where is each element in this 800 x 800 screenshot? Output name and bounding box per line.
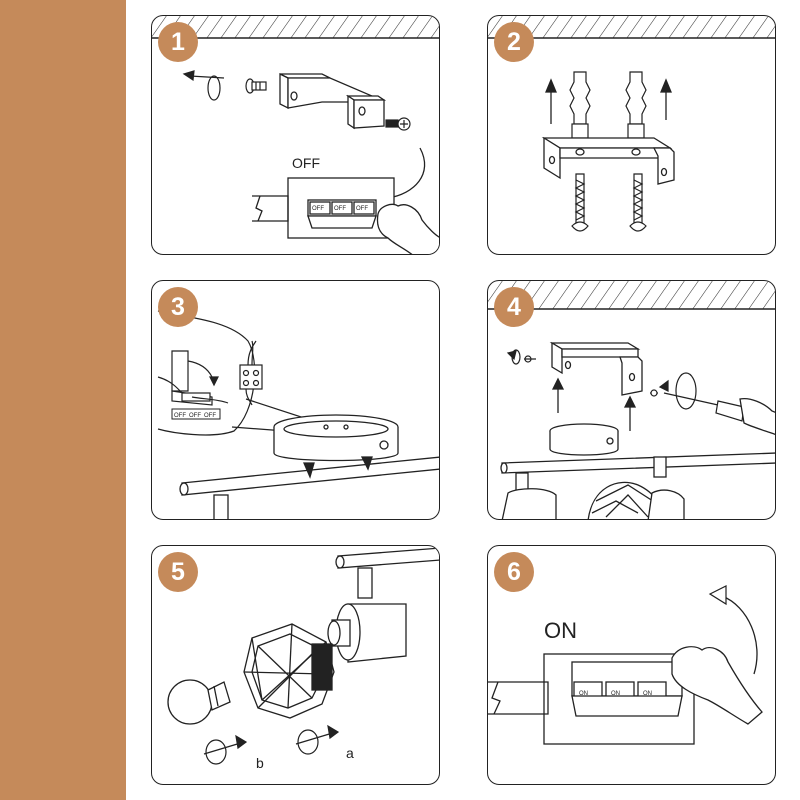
hand-icon <box>739 397 775 435</box>
switch-label-2: OFF <box>189 413 201 419</box>
switch-label-3: OFF <box>356 206 368 212</box>
screwdriver-icon <box>650 372 745 422</box>
mounting-bracket <box>541 136 675 185</box>
screw-icon-2 <box>385 117 411 131</box>
label-b: b <box>256 755 264 771</box>
switch-box <box>488 653 695 745</box>
hand-icon <box>671 646 763 725</box>
step-5-illustration: b a <box>167 547 439 771</box>
step-1-panel: 1 <box>151 15 440 255</box>
switch-label-2: OFF <box>334 206 346 212</box>
step-2-panel: 2 <box>487 15 776 255</box>
sidebar-accent-strip <box>0 0 126 800</box>
step-6-panel: 6 ON ON ON ON <box>487 545 776 785</box>
rotate-arrow-b-icon <box>203 734 248 765</box>
step-4-illustration <box>488 281 775 519</box>
spotlight-holder <box>327 603 407 663</box>
cage-shade <box>243 623 335 719</box>
curved-arrow-icon <box>721 595 758 675</box>
step-1-illustration: OFF OFF OFF OFF <box>152 16 439 254</box>
wall-plug-icons <box>569 71 647 139</box>
hand-icon <box>376 203 439 254</box>
light-bulb-icon <box>167 679 231 725</box>
ceiling-canopy <box>273 414 399 462</box>
rotate-arrow-icon <box>506 349 536 365</box>
screw-icons <box>571 173 647 232</box>
ceiling-canopy <box>549 423 619 456</box>
label-a: a <box>346 745 354 761</box>
mounting-bracket <box>279 72 387 130</box>
on-label: ON <box>544 618 577 643</box>
ceiling-hatch <box>488 281 775 309</box>
up-arrow-icons <box>551 377 637 431</box>
step-2-badge: 2 <box>494 22 534 62</box>
light-bar <box>335 547 439 599</box>
switch-label-2: ON <box>611 691 620 697</box>
ceiling-hatch <box>488 16 775 38</box>
step-3-illustration: OFF OFF OFF <box>157 310 439 519</box>
light-bar <box>500 452 775 519</box>
switch-box-small <box>171 408 221 420</box>
step-5-panel: 5 <box>151 545 440 785</box>
step-5-badge: 5 <box>158 552 198 592</box>
step-6-illustration: ON ON ON ON <box>488 585 763 745</box>
switch-label-3: ON <box>643 691 652 697</box>
step-4-panel: 4 <box>487 280 776 520</box>
switch-label-1: OFF <box>312 206 324 212</box>
step-2-illustration <box>488 16 775 232</box>
curved-arrow-icon <box>387 147 426 199</box>
switch-label-1: ON <box>579 691 588 697</box>
up-arrow-icons <box>545 78 672 124</box>
rotate-arrow-a-icon <box>295 724 340 755</box>
step-4-badge: 4 <box>494 287 534 327</box>
step-3-panel: 3 OFF OFF OFF <box>151 280 440 520</box>
ceiling-hatch <box>152 16 439 38</box>
screw-icon <box>245 78 267 94</box>
rotate-arrow-icon <box>182 70 225 101</box>
switch-label-3: OFF <box>204 413 216 419</box>
mounting-bracket <box>549 341 643 396</box>
step-1-badge: 1 <box>158 22 198 62</box>
light-bar <box>179 456 439 519</box>
step-3-badge: 3 <box>158 287 198 327</box>
step-6-badge: 6 <box>494 552 534 592</box>
switch-label-1: OFF <box>174 413 186 419</box>
off-label: OFF <box>292 155 320 171</box>
